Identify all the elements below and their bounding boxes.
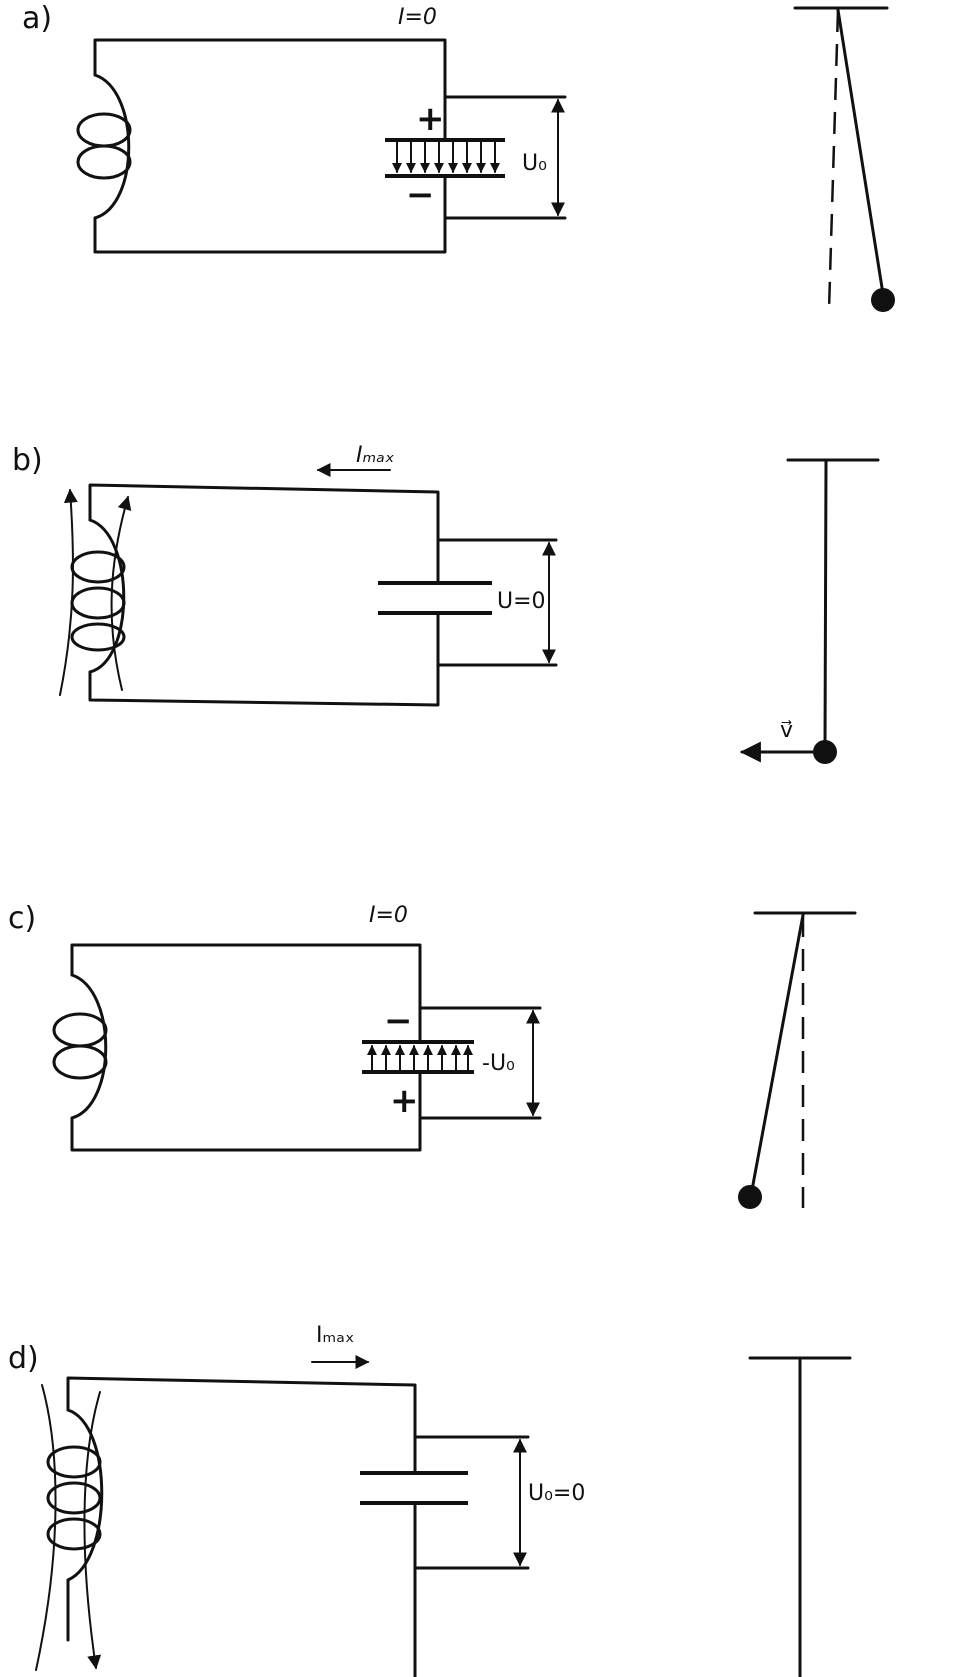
panel-c-capacitor xyxy=(362,1040,474,1074)
panel-c-pendulum xyxy=(738,911,857,1209)
panel-a-voltage-label: U₀ xyxy=(522,151,547,176)
panel-c-label: c) xyxy=(8,901,36,936)
panel-b: b) Iₘₐₓ U=0 v⃗ xyxy=(12,443,880,764)
panel-b-magnetic-field-lines xyxy=(59,488,132,696)
panel-a-pendulum xyxy=(793,6,895,312)
panel-c-voltage-bracket xyxy=(418,1006,542,1120)
panel-b-voltage-bracket xyxy=(436,538,558,667)
panel-a-pendulum-bob xyxy=(871,288,895,312)
panel-c-coil xyxy=(52,973,108,1120)
panel-d-current-label: Iₘₐₓ xyxy=(316,1323,355,1348)
panel-d-pendulum xyxy=(748,1356,852,1677)
panel-c-pendulum-bob xyxy=(738,1185,762,1209)
panel-a: a) I=0 + − U₀ xyxy=(22,1,895,312)
panel-a-coil xyxy=(76,73,132,220)
panel-c: c) I=0 − + -U₀ xyxy=(8,901,857,1209)
panel-b-velocity-label: v⃗ xyxy=(780,718,793,743)
panel-c-voltage-label: -U₀ xyxy=(482,1051,515,1076)
panel-b-pendulum-bob xyxy=(813,740,837,764)
panel-d-coil xyxy=(46,1408,104,1642)
panel-b-coil xyxy=(70,518,126,674)
panel-c-current-label: I=0 xyxy=(369,903,408,928)
panel-b-pendulum xyxy=(739,458,880,764)
panel-a-minus-sign: − xyxy=(406,175,435,215)
panel-d-magnetic-field-lines xyxy=(35,1384,102,1671)
panel-d-voltage-label: U₀=0 xyxy=(528,1481,585,1506)
panel-a-circuit-wire xyxy=(93,38,447,254)
panel-a-voltage-bracket xyxy=(443,95,567,220)
panel-b-circuit-wire xyxy=(88,483,440,707)
panel-a-label: a) xyxy=(22,1,52,36)
panel-d: d) Iₘₐₓ U₀=0 xyxy=(8,1323,852,1677)
panel-d-label: d) xyxy=(8,1341,39,1376)
panel-a-current-label: I=0 xyxy=(398,5,437,30)
panel-b-label: b) xyxy=(12,443,43,478)
panel-c-minus-sign: − xyxy=(384,1001,413,1041)
panel-b-capacitor xyxy=(378,581,492,615)
panel-b-voltage-label: U=0 xyxy=(497,589,546,614)
panel-d-circuit-wire xyxy=(66,1376,417,1677)
panel-c-plus-sign: + xyxy=(390,1081,419,1121)
panel-c-circuit-wire xyxy=(70,943,422,1152)
panel-d-capacitor xyxy=(360,1471,468,1505)
panel-a-plus-sign: + xyxy=(416,99,445,139)
panel-d-voltage-bracket xyxy=(413,1435,530,1570)
panel-b-current-label: Iₘₐₓ xyxy=(356,443,395,468)
panel-a-capacitor xyxy=(385,138,505,178)
